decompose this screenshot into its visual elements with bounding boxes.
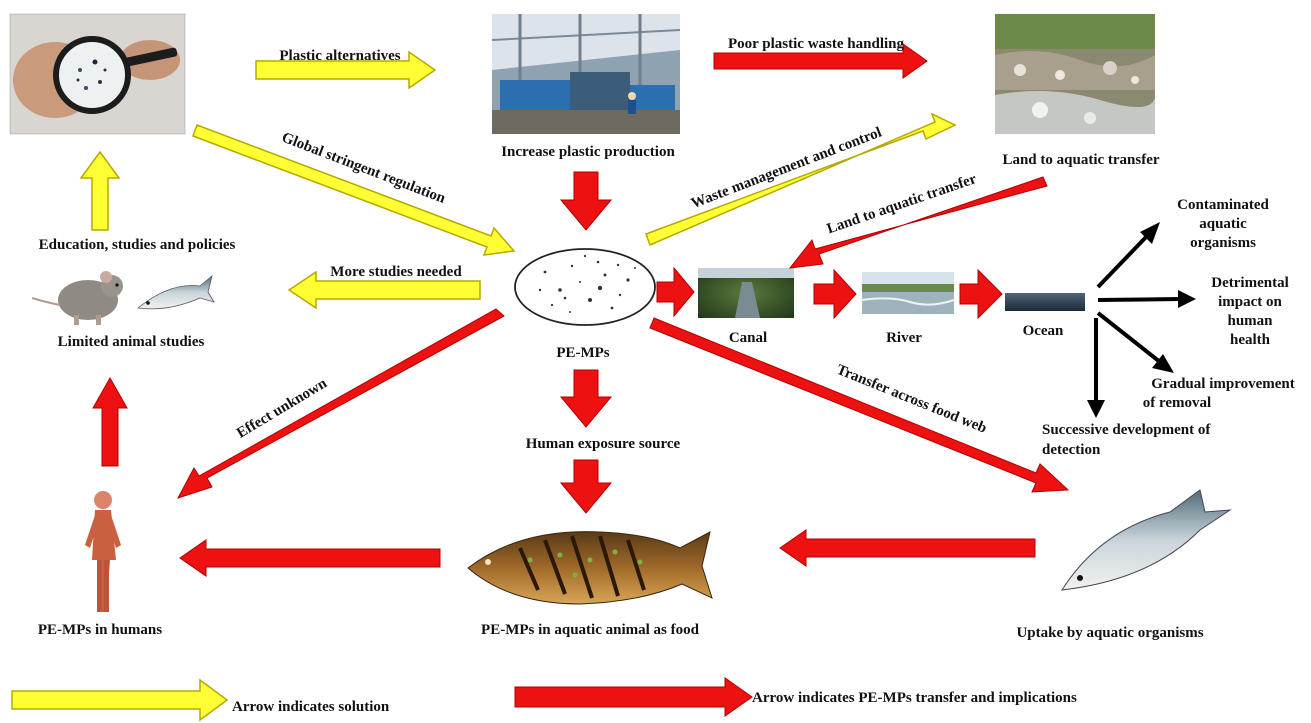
arrow-effect-unknown — [176, 308, 505, 499]
label-pe-mps-food: PE-MPs in aquatic animal as food — [481, 622, 700, 638]
large-fish-image — [1061, 489, 1232, 591]
implication-arrows — [1087, 222, 1196, 418]
label-contaminated-3: organisms — [1190, 235, 1256, 251]
label-increase-production: Increase plastic production — [501, 144, 675, 160]
legend-transfer-arrow — [514, 677, 753, 717]
arrowhead-contaminated — [1140, 222, 1160, 244]
legend-solution-arrow — [11, 678, 229, 722]
canal-photo — [698, 268, 794, 318]
arrow-more-studies — [287, 270, 481, 310]
label-gradual-1: Gradual improvement — [1151, 376, 1294, 392]
arrow-waste-management — [645, 112, 957, 247]
arrow-exposure-to-food — [559, 459, 613, 514]
arrowhead-successive — [1087, 400, 1105, 418]
arrow-humans-to-studies — [92, 376, 128, 467]
label-successive-1: Successive development of — [1042, 422, 1211, 438]
arrow-pemps-to-exposure — [559, 369, 613, 428]
label-pe-mps-humans: PE-MPs in humans — [38, 622, 162, 638]
label-waste-management: Waste management and control — [689, 124, 884, 212]
waste-dump-photo — [995, 14, 1155, 134]
rat-image — [31, 271, 123, 325]
label-limited-studies: Limited animal studies — [58, 334, 205, 350]
label-contaminated-1: Contaminated — [1177, 197, 1269, 213]
magnifier-photo — [9, 13, 186, 135]
pe-mps-particles — [514, 248, 656, 326]
arrow-land-to-aquatic — [788, 176, 1048, 269]
label-detrimental-2: impact on — [1218, 294, 1282, 310]
arrow-canal-to-river — [813, 268, 857, 320]
arrow-river-to-ocean — [959, 268, 1003, 320]
arrow-food-to-humans — [179, 539, 441, 577]
label-river: River — [886, 330, 922, 346]
cooked-fish-image — [467, 531, 713, 605]
label-successive-2: detection — [1042, 442, 1101, 458]
arrow-production-to-pemps — [559, 171, 613, 231]
label-contaminated-2: aquatic — [1199, 216, 1247, 232]
arrow-global-regulation — [192, 124, 516, 256]
label-detrimental-1: Detrimental — [1211, 275, 1288, 291]
label-land-to-aquatic-1: Land to aquatic transfer — [1002, 152, 1159, 168]
label-uptake: Uptake by aquatic organisms — [1016, 625, 1203, 641]
label-poor-waste-handling: Poor plastic waste handling — [728, 36, 904, 52]
factory-photo — [491, 14, 681, 134]
label-land-to-aquatic-2: Land to aquatic transfer — [825, 171, 979, 237]
legend-solution-label: Arrow indicates solution — [232, 699, 390, 715]
label-plastic-alternatives: Plastic alternatives — [279, 48, 400, 64]
label-ocean: Ocean — [1023, 323, 1064, 339]
human-figure — [85, 491, 121, 612]
arrow-plastic-alternatives — [255, 50, 437, 90]
arrow-education — [79, 150, 121, 231]
arrow-uptake-to-food — [779, 529, 1036, 567]
label-detrimental-4: health — [1230, 332, 1271, 348]
small-fish-image — [137, 274, 215, 310]
arrowhead-gradual — [1152, 354, 1174, 373]
label-canal: Canal — [729, 330, 767, 346]
label-gradual-2: of removal — [1143, 395, 1211, 411]
arrow-pemps-to-canal — [656, 266, 695, 318]
label-human-exposure: Human exposure source — [526, 436, 681, 452]
label-pe-mps: PE-MPs — [556, 345, 609, 361]
label-education: Education, studies and policies — [39, 237, 236, 253]
arrow-poor-waste-handling — [713, 43, 928, 79]
legend-transfer-label: Arrow indicates PE-MPs transfer and impl… — [752, 690, 1077, 706]
arrowhead-detrimental — [1178, 290, 1196, 308]
ocean-photo — [1005, 293, 1085, 311]
arrow-food-web — [649, 317, 1070, 493]
label-detrimental-3: human — [1227, 313, 1273, 329]
river-photo — [861, 272, 955, 314]
label-more-studies: More studies needed — [330, 264, 462, 280]
